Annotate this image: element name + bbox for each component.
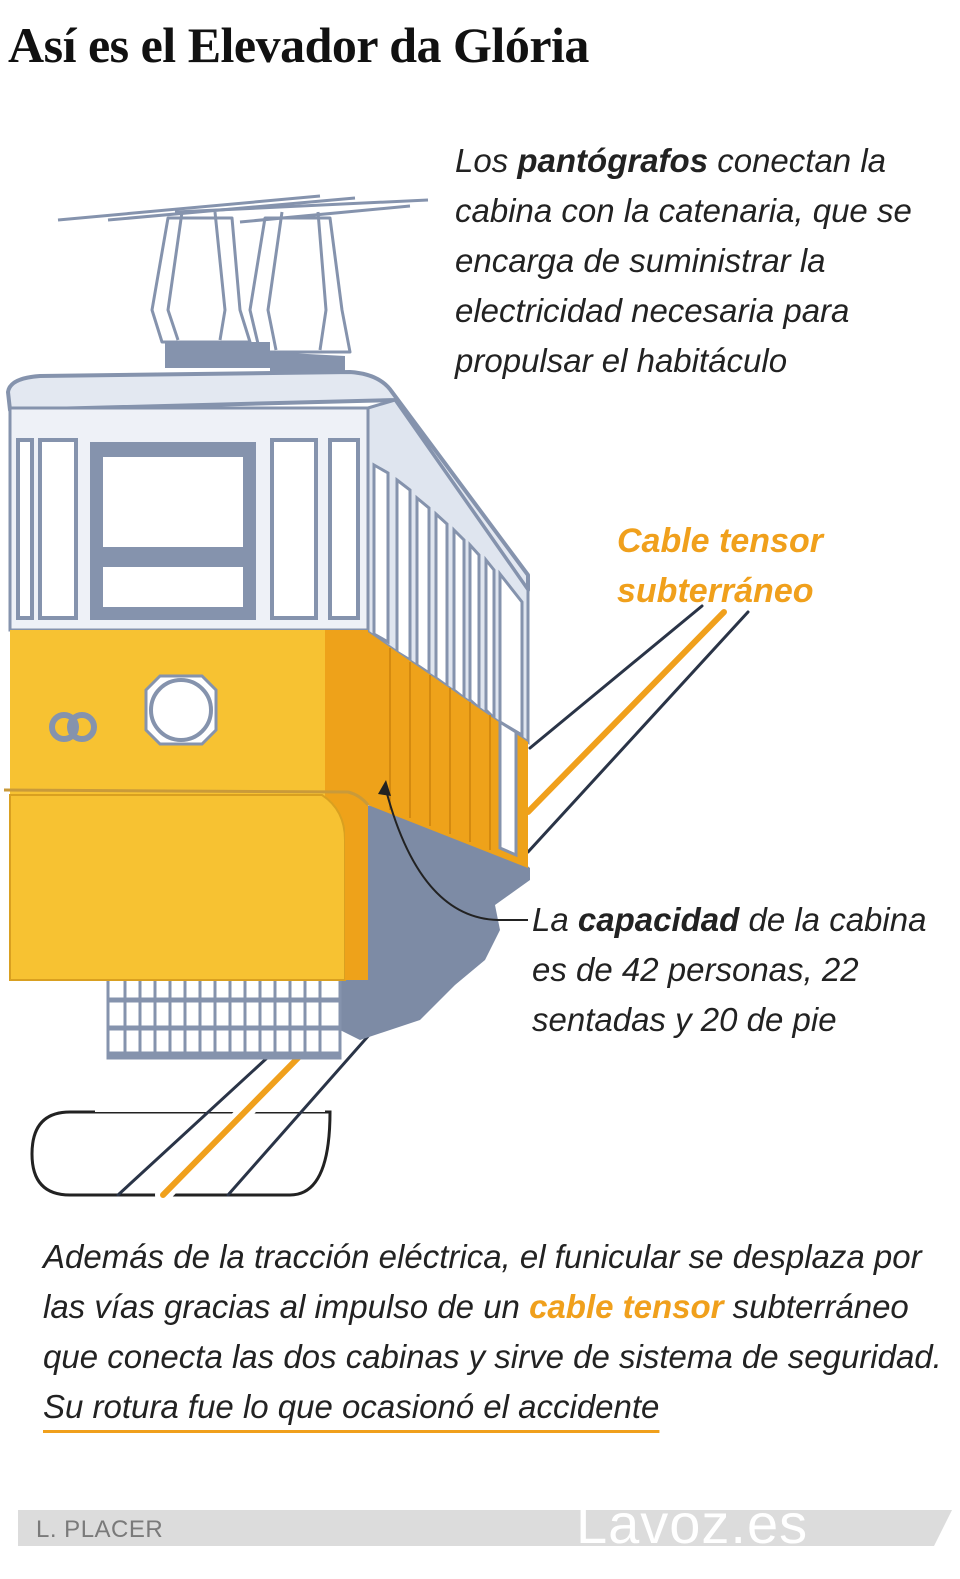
bumper-side [345, 800, 368, 980]
brand-logo: Lavoz.es [576, 1492, 809, 1555]
roof [6, 370, 530, 592]
bottom-explanation: Además de la tracción eléctrica, el funi… [43, 1238, 942, 1425]
footer-bar [18, 1510, 952, 1546]
roof-box [165, 342, 270, 368]
catenary-wires [57, 194, 429, 224]
pantographs [150, 211, 352, 354]
logo-icon [49, 712, 97, 742]
lower-side [368, 632, 528, 868]
front-windows [16, 438, 360, 620]
headlight [144, 674, 218, 746]
page-title: Así es el Elevador da Glória [8, 17, 589, 73]
capacity-callout [378, 780, 528, 921]
footer: L. PLACER Lavoz.es [18, 1496, 952, 1552]
funicular-illustration [3, 194, 750, 1198]
track-lines-upper [525, 604, 750, 854]
side-door [498, 719, 518, 858]
accident-underline: Su rotura fue lo que ocasionó el acciden… [43, 1388, 660, 1425]
bumper-grid [106, 976, 342, 1060]
rail-loop [30, 1100, 332, 1197]
cable-tensor-highlight: cable tensor [529, 1288, 724, 1325]
belt-line [3, 788, 370, 806]
cable-label: Cable tensor subterráneo [617, 522, 823, 610]
side-panels [389, 648, 491, 850]
pantograph-annotation: Los pantógrafos conectan la cabina con l… [455, 142, 912, 379]
credit: L. PLACER [36, 1516, 164, 1543]
side-windows [372, 462, 524, 738]
capacity-annotation: La capacidad de la cabina es de 42 perso… [532, 901, 927, 1038]
roof-box-2 [270, 352, 345, 372]
bumper-corner [9, 794, 346, 981]
